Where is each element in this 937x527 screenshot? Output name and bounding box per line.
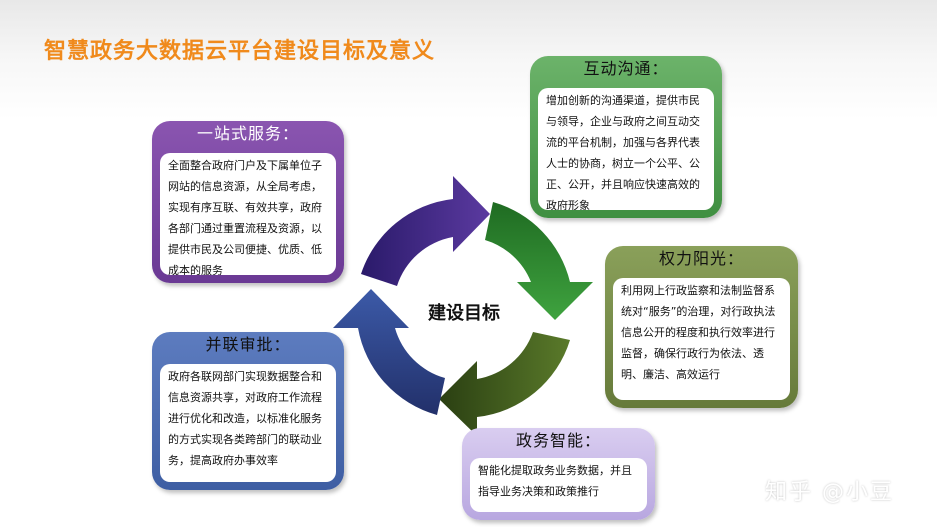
page-title: 智慧政务大数据云平台建设目标及意义 (44, 33, 435, 65)
arrow-top-purple (361, 176, 490, 286)
watermark: 知乎 @小豆 (765, 474, 894, 506)
card-body: 智能化提取政务业务数据，并且指导业务决策和政策推行 (470, 458, 647, 512)
card-sunshine-power: 权力阳光： 利用网上行政监察和法制监督系统对“服务”的治理，对行政执法信息公开的… (605, 246, 798, 408)
card-government-intelligence: 政务智能： 智能化提取政务业务数据，并且指导业务决策和政策推行 (462, 428, 655, 520)
card-one-stop-service: 一站式服务： 全面整合政府门户及下属单位子网站的信息资源，从全局考虑，实现有序互… (152, 121, 344, 283)
card-title: 并联审批： (152, 332, 344, 356)
card-interactive-communication: 互动沟通： 增加创新的沟通渠道，提供市民与领导，企业与政府之间互动交流的平台机制… (530, 56, 722, 218)
card-body: 政府各联网部门实现数据整合和信息资源共享，对政府工作流程进行优化和改造，以标准化… (160, 364, 336, 482)
card-title: 政务智能： (462, 428, 655, 452)
card-parallel-approval: 并联审批： 政府各联网部门实现数据整合和信息资源共享，对政府工作流程进行优化和改… (152, 332, 344, 490)
arrow-bottom-olive (439, 332, 570, 436)
card-title: 权力阳光： (605, 246, 798, 270)
card-title: 一站式服务： (152, 121, 344, 145)
center-label: 建设目标 (404, 299, 524, 325)
card-title: 互动沟通： (530, 56, 722, 80)
card-body: 增加创新的沟通渠道，提供市民与领导，企业与政府之间互动交流的平台机制，加强与各界… (538, 88, 714, 210)
card-body: 利用网上行政监察和法制监督系统对“服务”的治理，对行政执法信息公开的程度和执行效… (613, 278, 790, 400)
card-body: 全面整合政府门户及下属单位子网站的信息资源，从全局考虑，实现有序互联、有效共享，… (160, 153, 336, 275)
